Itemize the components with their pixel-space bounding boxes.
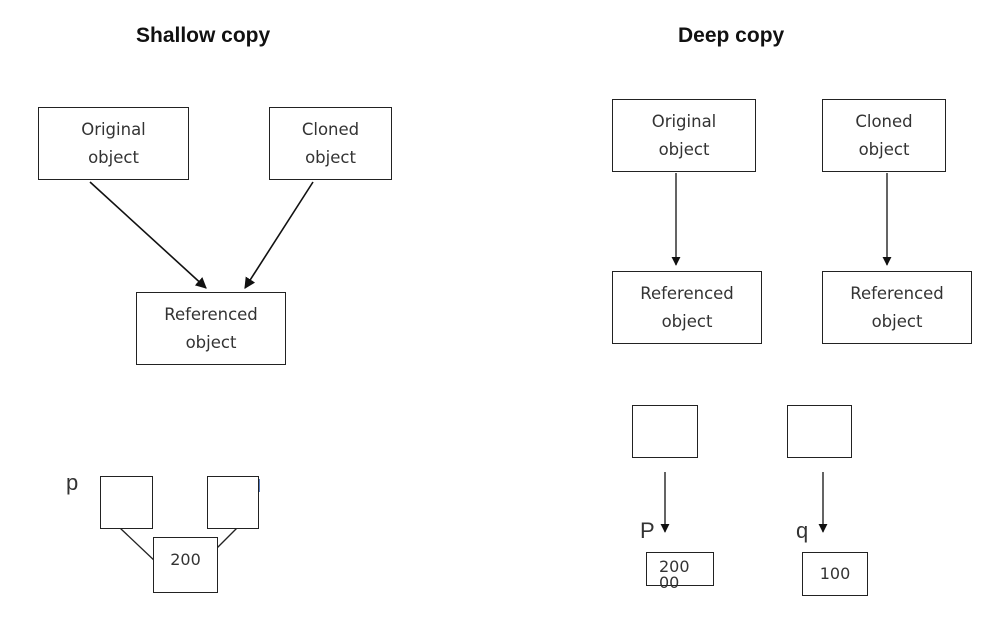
shallow-shared-value-box: 200	[153, 537, 218, 593]
shallow-pointer-box-q	[207, 476, 259, 529]
deep-referenced-object-box-left: Referenced object	[612, 271, 762, 344]
box-label-line: object	[305, 147, 356, 167]
deep-variable-label-p: P	[640, 518, 655, 543]
arrow-original-to-referenced	[89, 181, 207, 289]
shallow-copy-title: Shallow copy	[136, 24, 271, 47]
shallow-cloned-object-box: Cloned object	[269, 107, 392, 180]
value-text: 200	[170, 550, 201, 569]
shallow-variable-label-p: p	[66, 470, 79, 495]
box-label-line: object	[858, 139, 910, 159]
shallow-original-object-box: Original object	[38, 107, 189, 180]
deep-value-box-p: 200 00	[646, 552, 714, 592]
box-label-line: Original	[651, 111, 717, 131]
deep-variable-label-q: q	[796, 518, 809, 543]
shallow-referenced-object-box: Referenced object	[136, 292, 286, 365]
deep-pointer-box-q	[787, 405, 852, 458]
box-label-line: Cloned	[301, 119, 360, 139]
box-label-line: object	[185, 332, 237, 352]
shallow-pointer-box-p	[100, 476, 153, 529]
connector-q-to-value	[216, 527, 238, 549]
box-label-line: object	[88, 147, 139, 167]
box-label-line: object	[658, 139, 710, 159]
box-label-line: Referenced	[850, 283, 944, 303]
box-label-line: Referenced	[164, 304, 258, 324]
arrow-cloned-to-referenced	[244, 181, 314, 289]
deep-copy-title: Deep copy	[678, 24, 785, 47]
value-text: 200	[659, 557, 690, 576]
box-label-line: Referenced	[640, 283, 734, 303]
value-text: 100	[819, 564, 851, 583]
box-label-line: Cloned	[855, 111, 913, 131]
box-label-line: object	[661, 311, 713, 331]
deep-cloned-object-box: Cloned object	[822, 99, 946, 172]
box-label-line: Original	[81, 119, 146, 139]
deep-original-object-box: Original object	[612, 99, 756, 172]
connector-p-to-value	[119, 527, 158, 564]
deep-value-box-q: 100	[802, 552, 868, 596]
deep-pointer-box-p	[632, 405, 698, 458]
deep-referenced-object-box-right: Referenced object	[822, 271, 972, 344]
value-text-overflow: 00	[659, 573, 680, 592]
box-label-line: object	[871, 311, 923, 331]
